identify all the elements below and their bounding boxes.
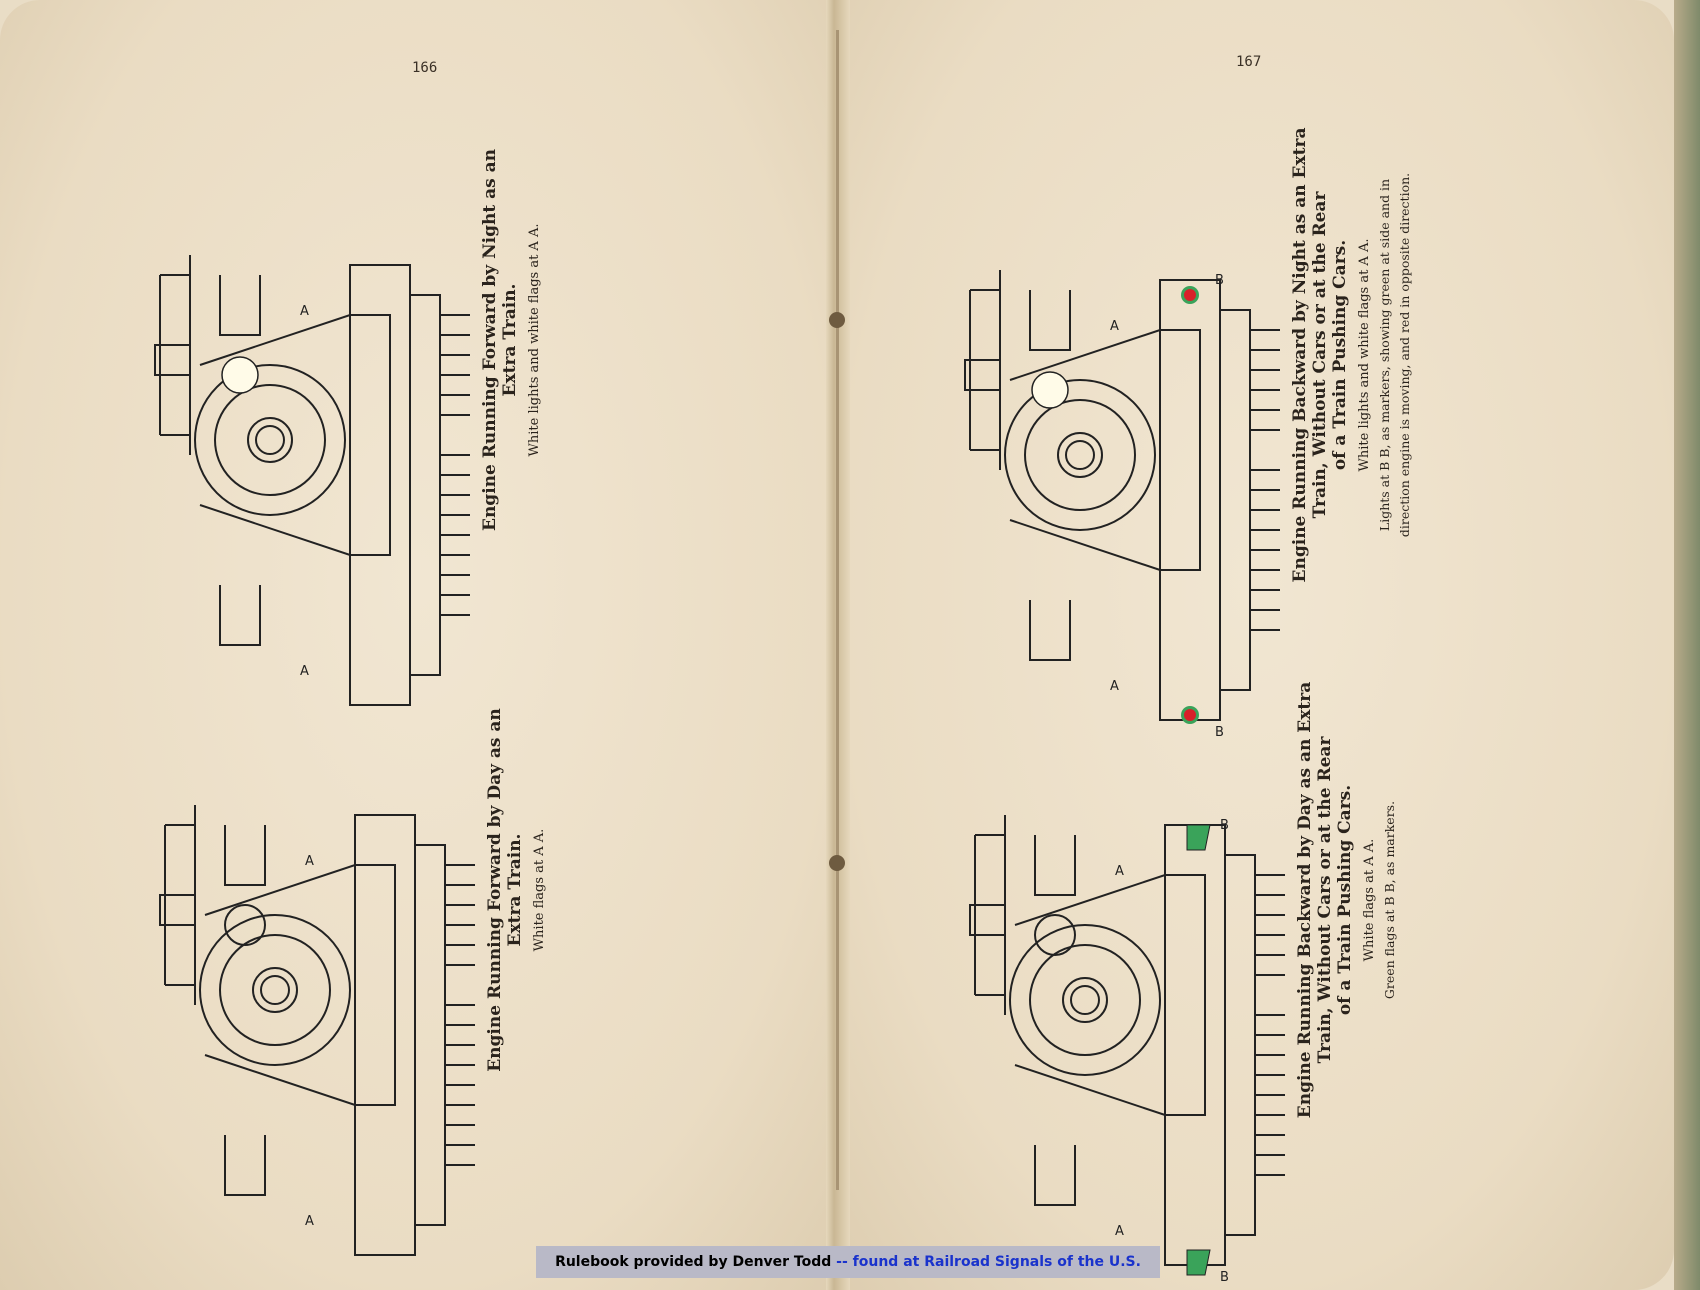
plate-note: Lights at B B, as markers, showing green… — [1377, 178, 1392, 532]
binding-thread — [836, 30, 839, 1190]
plate-title: of a Train Pushing Cars. — [1330, 239, 1350, 471]
locomotive-drawing: A A B B — [969, 815, 1285, 1285]
flag-label-a: A — [300, 304, 309, 319]
plate-caption: Engine Running Forward by Night as an Ex… — [480, 105, 544, 575]
marker-label-b: B — [1215, 273, 1224, 288]
plate-title: of a Train Pushing Cars. — [1335, 784, 1355, 1016]
marker-label-b: B — [1215, 725, 1224, 740]
marker-label-b: B — [1220, 1270, 1229, 1285]
plate-title: Engine Running Backward by Night as an E… — [1290, 127, 1310, 583]
flag-label-a: A — [1110, 679, 1119, 694]
plate-note: White flags at A A. — [1362, 838, 1377, 962]
flag-label-a: A — [1110, 319, 1119, 334]
plate-title: Engine Running Forward by Day as an — [485, 708, 505, 1072]
flag-label-a: A — [305, 854, 314, 869]
red-marker-icon — [1184, 709, 1196, 721]
plate-title: Engine Running Backward by Day as an Ext… — [1295, 681, 1315, 1119]
green-flag-icon — [1186, 1249, 1211, 1276]
plate-title: Extra Train. — [500, 283, 520, 397]
flag-label-a: A — [1115, 1224, 1124, 1239]
plate-forward-day: A A Engine Running Forward by Day as an … — [155, 655, 547, 1256]
source-link[interactable]: -- found at Railroad Signals of the U.S. — [836, 1254, 1141, 1270]
plate-backward-day: A A B B Engine Running Backward by Day a… — [965, 665, 1397, 1285]
plate-note: direction engine is moving, and red in o… — [1397, 172, 1412, 538]
plate-note: Green flags at B B, as markers. — [1382, 800, 1397, 1000]
binding-hole — [829, 312, 845, 328]
plate-note: White lights and white flags at A A. — [1357, 238, 1372, 472]
credit-text: Rulebook provided by Denver Todd — [555, 1254, 832, 1270]
plate-caption: Engine Running Backward by Night as an E… — [1290, 120, 1414, 590]
green-flag-icon — [1186, 824, 1211, 851]
plate-caption: Engine Running Forward by Day as an Extr… — [485, 655, 549, 1125]
plate-forward-night: A A Engine Running Forward by Night as a… — [150, 105, 542, 706]
left-page: 166 — [0, 0, 838, 1290]
credit-banner: Rulebook provided by Denver Todd -- foun… — [536, 1246, 1160, 1278]
locomotive-drawing: A A — [159, 805, 475, 1256]
plate-title: Engine Running Forward by Night as an — [480, 149, 500, 532]
locomotive-drawing: A A — [154, 255, 470, 706]
red-marker-icon — [1184, 289, 1196, 301]
right-page-number: 167 — [1236, 54, 1262, 70]
headlight-icon — [221, 356, 259, 394]
plate-note: White lights and white flags at A A. — [527, 223, 542, 457]
flag-label-a: A — [1115, 864, 1124, 879]
binding-hole — [829, 855, 845, 871]
flag-label-a: A — [300, 664, 309, 679]
headlight-icon — [1031, 371, 1069, 409]
marker-label-b: B — [1220, 818, 1229, 833]
plate-caption: Engine Running Backward by Day as an Ext… — [1295, 665, 1399, 1135]
plate-title: Train, Without Cars or at the Rear — [1315, 736, 1335, 1064]
left-page-number: 166 — [412, 60, 438, 76]
locomotive-drawing: A A B B — [964, 270, 1280, 740]
flag-label-a: A — [305, 1214, 314, 1229]
plate-note: White flags at A A. — [532, 828, 547, 952]
plate-title: Train, Without Cars or at the Rear — [1310, 191, 1330, 519]
plate-backward-night: A A B B Engine Running Backward by Night… — [960, 120, 1412, 740]
book-cover-edge — [1674, 0, 1700, 1290]
plate-title: Extra Train. — [505, 833, 525, 947]
